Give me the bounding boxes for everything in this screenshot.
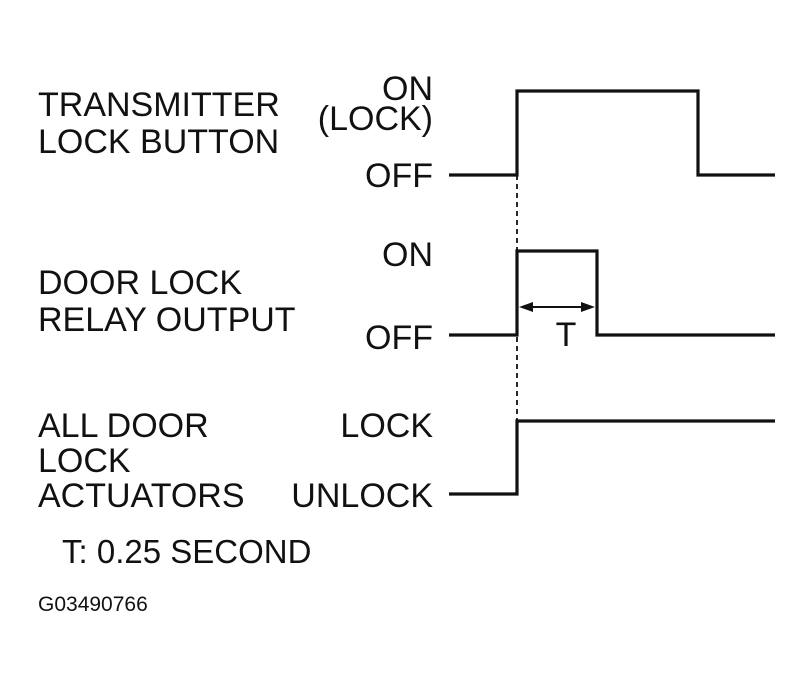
signal-name-line: LOCK BUTTON <box>38 123 279 161</box>
waveform-trace <box>449 249 775 337</box>
waveform-trace <box>449 89 775 177</box>
signal-name-line: LOCK <box>38 442 131 480</box>
signal-transmitter-lock-button: TRANSMITTER LOCK BUTTON ON (LOCK) OFF <box>38 70 775 195</box>
signal-name-line: DOOR LOCK <box>38 264 242 302</box>
high-state-label: LOCK <box>340 407 433 445</box>
high-state-label: (LOCK) <box>318 100 433 138</box>
low-state-label: OFF <box>365 157 433 195</box>
high-state-label: ON <box>382 70 433 108</box>
signal-name-line: RELAY OUTPUT <box>38 301 296 339</box>
duration-note: T: 0.25 SECOND <box>62 533 311 570</box>
low-state-label: OFF <box>365 319 433 357</box>
duration-arrow <box>519 302 595 312</box>
signal-name-line: TRANSMITTER <box>38 86 280 124</box>
figure-code: G03490766 <box>38 593 148 616</box>
signal-name-line: ACTUATORS <box>38 477 245 515</box>
low-state-label: UNLOCK <box>291 477 433 515</box>
signal-all-door-lock-actuators: ALL DOOR LOCK ACTUATORS LOCK UNLOCK <box>38 407 775 515</box>
waveform-trace <box>449 419 775 496</box>
signal-name-line: ALL DOOR <box>38 407 209 445</box>
high-state-label: ON <box>382 236 433 274</box>
duration-marker-label: T <box>556 316 577 354</box>
signal-door-lock-relay-output: DOOR LOCK RELAY OUTPUT ON OFF T <box>38 236 775 357</box>
